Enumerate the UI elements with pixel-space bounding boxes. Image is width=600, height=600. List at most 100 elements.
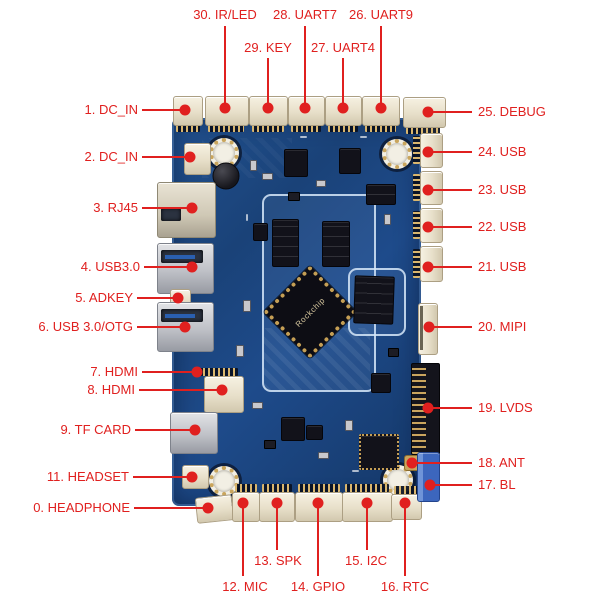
- ic-chip: [306, 425, 323, 440]
- leader-usb23: [433, 189, 472, 191]
- dot-lvds: [422, 402, 434, 414]
- pin-col: [413, 174, 420, 201]
- pin-row: [298, 484, 340, 492]
- label-headset: 11. HEADSET: [46, 469, 129, 484]
- dot-adkey: [172, 292, 184, 304]
- capacitor: [212, 162, 240, 190]
- leader-spk: [276, 506, 278, 550]
- pin-row: [365, 124, 396, 132]
- smd-part: [384, 214, 391, 225]
- pin-row: [252, 124, 284, 132]
- dot-rj45: [186, 202, 198, 214]
- dot-tf-card: [189, 424, 201, 436]
- pin-col: [413, 136, 420, 164]
- leader-bl: [435, 484, 472, 486]
- headphone-connector: [194, 494, 235, 524]
- dot-headset: [186, 471, 198, 483]
- dot-dc-in-2: [184, 151, 196, 163]
- dot-ant: [406, 457, 418, 469]
- label-usb22: 22. USB: [478, 219, 527, 234]
- pin-row: [176, 124, 200, 132]
- leader-i2c: [366, 506, 368, 550]
- leader-adkey: [137, 297, 175, 299]
- usb3-tongue: [165, 255, 195, 259]
- mipi-slot: [420, 306, 423, 350]
- label-rtc: 16. RTC: [380, 579, 430, 594]
- label-spk: 13. SPK: [254, 553, 302, 568]
- leader-uart4: [342, 58, 344, 105]
- leader-tf-card: [135, 429, 192, 431]
- silkscreen-mark: [352, 470, 359, 472]
- leader-mic: [242, 506, 244, 576]
- leader-usb22: [433, 226, 472, 228]
- dot-mipi: [423, 321, 435, 333]
- label-hdmi-7: 7. HDMI: [90, 364, 138, 379]
- dot-headphone: [202, 502, 214, 514]
- label-adkey: 5. ADKEY: [75, 290, 133, 305]
- leader-rtc: [404, 506, 406, 576]
- hdmi-pin-row: [198, 368, 238, 376]
- smd-part: [345, 420, 353, 431]
- label-usb23: 23. USB: [478, 182, 527, 197]
- dot-usb21: [422, 261, 434, 273]
- usb3-otg-tongue: [165, 314, 195, 318]
- leader-rj45: [142, 207, 189, 209]
- leader-uart9: [380, 26, 382, 105]
- smd-part: [288, 192, 300, 201]
- label-i2c: 15. I2C: [345, 553, 387, 568]
- leader-ant: [417, 462, 472, 464]
- leader-headset: [133, 476, 189, 478]
- dot-rtc: [399, 497, 411, 509]
- label-usb30-otg: 6. USB 3.0/OTG: [38, 319, 133, 334]
- ic-chip: [371, 373, 391, 393]
- silkscreen-mark: [246, 214, 248, 221]
- label-lvds: 19. LVDS: [478, 400, 533, 415]
- dot-uart9: [375, 102, 387, 114]
- silkscreen-mark: [300, 136, 307, 138]
- leader-uart7: [304, 26, 306, 105]
- leader-headphone: [134, 507, 205, 509]
- dot-spk: [271, 497, 283, 509]
- label-headphone: 0. HEADPHONE: [33, 500, 130, 515]
- emmc-chip: [353, 275, 395, 325]
- dot-bl: [424, 479, 436, 491]
- leader-debug: [433, 111, 472, 113]
- mic-connector: [232, 492, 260, 522]
- label-debug: 25. DEBUG: [478, 104, 546, 119]
- leader-usb30: [144, 266, 189, 268]
- pin-row: [406, 126, 440, 134]
- leader-ir-led: [224, 26, 226, 105]
- pin-row: [208, 124, 244, 132]
- dot-key: [262, 102, 274, 114]
- dot-hdmi-7: [191, 366, 203, 378]
- smd-part: [388, 348, 399, 357]
- smd-part: [250, 160, 257, 171]
- label-uart4: 27. UART4: [310, 40, 376, 55]
- pin-col: [413, 249, 420, 278]
- ic-chip: [281, 417, 305, 441]
- label-usb21: 21. USB: [478, 259, 527, 274]
- cpu-label: Rockchip: [293, 295, 327, 329]
- ic-chip: [339, 148, 361, 174]
- dot-mic: [237, 497, 249, 509]
- smd-part: [236, 345, 244, 357]
- pin-row: [262, 484, 292, 492]
- smd-part: [262, 173, 273, 180]
- silkscreen-mark: [360, 136, 367, 138]
- smd-part: [264, 440, 276, 449]
- dot-debug: [422, 106, 434, 118]
- dot-usb23: [422, 184, 434, 196]
- leader-dc-in-1: [142, 109, 182, 111]
- dot-usb30: [186, 261, 198, 273]
- label-hdmi-8: 8. HDMI: [87, 382, 135, 397]
- dot-gpio: [312, 497, 324, 509]
- label-ir-led: 30. IR/LED: [193, 7, 257, 22]
- dot-dc-in-1: [179, 104, 191, 116]
- mounting-hole: [382, 139, 412, 169]
- ic-chip: [253, 223, 268, 241]
- smd-part: [318, 452, 329, 459]
- dot-usb24: [422, 146, 434, 158]
- leader-usb30-otg: [137, 326, 182, 328]
- mounting-hole: [209, 466, 239, 496]
- rj45-slot: [161, 208, 181, 221]
